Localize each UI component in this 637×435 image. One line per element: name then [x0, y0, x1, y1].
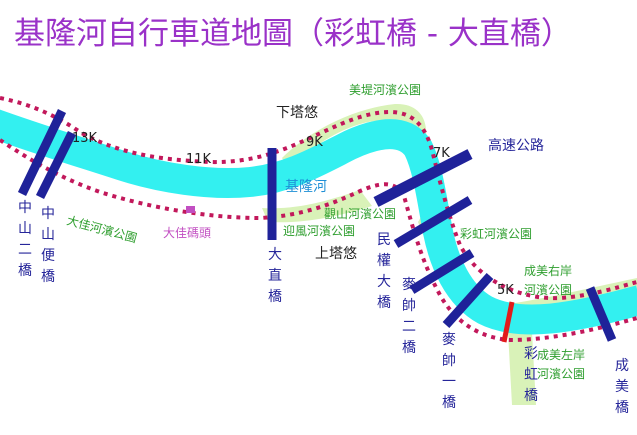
km-marker-9k: 9K [306, 135, 323, 150]
bridge-label-rainbow: 彩虹橋 [524, 346, 538, 404]
river-label: 基隆河 [285, 178, 327, 195]
park-labels: 美堤河濱公園 大佳河濱公園 觀山河濱公園 迎風河濱公園 彩虹河濱公園 成美右岸 … [65, 83, 585, 381]
place-label-xiatayou: 下塔悠 [276, 105, 318, 121]
km-marker-7k: 7K [433, 146, 450, 161]
km-markers: 13K 11K 9K 7K 5K [72, 131, 514, 298]
bridge-label-maishuai-2: 麥帥二橋 [402, 277, 416, 356]
park-label-yingfeng: 迎風河濱公園 [283, 224, 355, 238]
bike-paths [0, 96, 637, 343]
bridge-highway [373, 149, 473, 207]
bridge-label-minquan: 民權大橋 [377, 232, 391, 311]
bridge-chengmei [585, 286, 617, 342]
park-label-chengmei-left-2: 河濱公園 [537, 367, 585, 381]
place-label-shangtayou: 上塔悠 [315, 246, 357, 262]
bridge-label-dazhi: 大直橋 [268, 247, 282, 305]
bridges [17, 109, 617, 343]
bridge-label-highway: 高速公路 [488, 137, 544, 154]
bridge-minquan [393, 196, 473, 248]
km-marker-5k: 5K [497, 283, 514, 298]
place-labels: 下塔悠 上塔悠 [276, 105, 357, 262]
map-title: 基隆河自行車道地圖（彩虹橋 - 大直橋） [14, 16, 572, 52]
bike-path-north-bank [0, 96, 637, 301]
park-label-chengmei-right-1: 成美右岸 [524, 263, 572, 278]
km-marker-13k: 13K [72, 131, 98, 146]
bridge-zhongshan-2 [17, 109, 67, 196]
park-label-guanshan: 觀山河濱公園 [324, 207, 396, 221]
km-marker-11k: 11K [186, 152, 212, 167]
bike-path-south-bank [0, 138, 637, 343]
bridge-label-maishuai-1: 麥帥一橋 [442, 332, 456, 411]
bridge-label-zhongshan-temp: 中山便橋 [41, 206, 55, 285]
bridge-maishuai-2 [409, 249, 475, 294]
poi-label-dajia-wharf: 大佳碼頭 [163, 226, 211, 240]
bridge-rainbow [501, 301, 515, 343]
park-label-chengmei-left-1: 成美左岸 [537, 347, 585, 362]
bridge-maishuai-1 [442, 272, 494, 329]
bridge-label-chengmei: 成美橋 [615, 358, 629, 416]
park-area-rainbow-bridge [508, 332, 536, 405]
bridge-label-zhongshan-2: 中山二橋 [18, 200, 32, 279]
park-label-dajia: 大佳河濱公園 [65, 213, 138, 245]
bridge-zhongshan-temp [35, 130, 77, 200]
keelung-river [0, 109, 637, 335]
park-label-chengmei-right-2: 河濱公園 [524, 283, 572, 297]
park-label-rainbow: 彩虹河濱公園 [460, 227, 532, 241]
park-label-meiti: 美堤河濱公園 [349, 83, 421, 97]
dajia-wharf-marker [186, 206, 195, 213]
vertical-bridge-labels: 中山二橋 中山便橋 大直橋 民權大橋 麥帥二橋 麥帥一橋 彩虹橋 成美橋 [18, 200, 629, 416]
